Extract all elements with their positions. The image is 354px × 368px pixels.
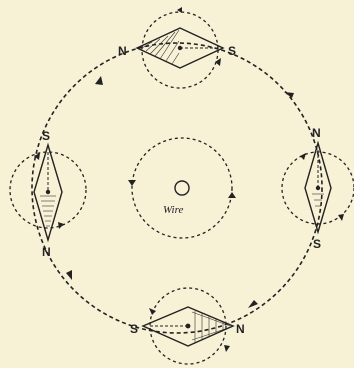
compass-top-south-label: S — [228, 44, 236, 58]
compass-top-pivot — [178, 46, 182, 50]
compass-bottom-dial-arrow — [149, 308, 156, 315]
outer-arrow-top-right — [284, 92, 294, 98]
wire-label: Wire — [163, 204, 183, 216]
compass-bottom-south-label: S — [130, 322, 138, 336]
wire-cross-section — [175, 181, 189, 195]
compass-left-pivot — [46, 190, 50, 194]
compass-right-south-label: S — [313, 237, 321, 251]
compass-bottom-dial-arrow-2 — [224, 345, 230, 352]
compass-bottom: S N — [130, 288, 245, 364]
compass-right-pivot — [316, 186, 320, 190]
compass-top-north-label: N — [118, 44, 127, 58]
compass-bottom-north-label: N — [236, 322, 245, 336]
compass-left-north-label: N — [42, 245, 51, 259]
inner-arrow-left — [128, 180, 136, 186]
compass-right-dial-arrow-2 — [338, 214, 344, 221]
outer-arrow-top-left — [95, 76, 103, 85]
compass-top: N S — [118, 7, 236, 88]
outer-field-line — [32, 43, 322, 333]
compass-left-south-label: S — [42, 129, 50, 143]
inner-arrow-right — [228, 192, 236, 198]
compass-bottom-pivot — [186, 324, 191, 329]
compass-top-dial-arrow — [215, 58, 221, 66]
outer-arrow-bottom-right — [248, 300, 258, 308]
outer-arrow-bottom-left — [66, 270, 72, 280]
compass-right: N S — [282, 126, 354, 251]
compass-right-north-label: N — [312, 126, 321, 140]
inner-field-line — [132, 138, 232, 238]
compass-left: S N — [10, 129, 86, 259]
compass-right-dial-arrow — [300, 153, 306, 160]
